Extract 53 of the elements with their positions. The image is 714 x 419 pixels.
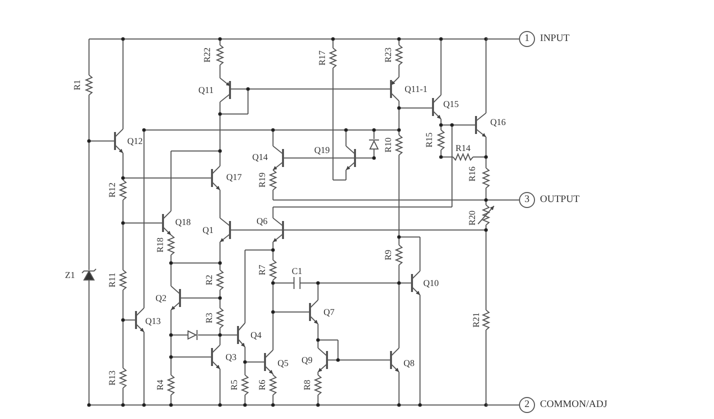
component-label: Q6 — [256, 216, 268, 226]
component-label: Q17 — [226, 172, 242, 182]
component-label: R7 — [257, 264, 267, 276]
component-label: R21 — [471, 312, 481, 328]
component-label: R23 — [383, 48, 393, 62]
component-label: R5 — [229, 380, 239, 390]
component-label: R13 — [107, 370, 117, 386]
component-label: R8 — [302, 380, 312, 390]
component-label: R15 — [424, 132, 434, 148]
component-label: R17 — [317, 50, 327, 66]
component-label: R14 — [456, 143, 470, 153]
component-label: Q9 — [302, 355, 312, 365]
component-label: Q2 — [156, 293, 166, 303]
component-label: R19 — [257, 172, 267, 188]
component-label: R11 — [107, 272, 117, 288]
terminal-circle: 3 — [519, 192, 535, 208]
terminal-wire — [486, 404, 520, 406]
component-label: R12 — [107, 182, 117, 198]
component-label: R4 — [155, 380, 165, 390]
component-label: Q3 — [226, 352, 236, 362]
component-label: R16 — [467, 166, 477, 182]
component-label: Q19 — [314, 145, 330, 155]
component-label: Q12 — [127, 136, 143, 146]
terminal-wire — [486, 38, 520, 40]
component-label: R20 — [467, 210, 477, 226]
terminal-label: INPUT — [540, 33, 570, 45]
component-label: Q10 — [423, 278, 439, 288]
component-label: Q15 — [443, 99, 459, 109]
component-label: Q14 — [252, 152, 268, 162]
component-label: Q8 — [404, 358, 414, 368]
component-label: R2 — [204, 274, 214, 286]
component-label: R3 — [204, 312, 214, 324]
component-label: Q5 — [278, 358, 288, 368]
component-label: R6 — [257, 380, 267, 390]
component-label: Z1 — [65, 270, 75, 280]
component-label: R9 — [383, 250, 393, 260]
terminal-circle: 1 — [519, 31, 535, 47]
terminal-label: OUTPUT — [540, 194, 580, 206]
component-label: R18 — [155, 238, 165, 252]
component-label: Q18 — [175, 217, 191, 227]
component-label: Q4 — [250, 330, 262, 340]
component-label: R22 — [202, 48, 212, 62]
component-label: R1 — [72, 80, 82, 90]
component-label: Q7 — [324, 307, 334, 317]
component-label: Q16 — [490, 117, 506, 127]
component-label: C1 — [292, 266, 302, 276]
component-label: Q1 — [202, 225, 214, 235]
terminal-circle: 2 — [519, 397, 535, 413]
component-label: Q11-1 — [404, 84, 428, 94]
component-label: Q13 — [145, 316, 161, 326]
component-label: Q11 — [198, 85, 214, 95]
component-label: R10 — [383, 138, 393, 152]
terminal-label: COMMON/ADJ — [540, 399, 608, 411]
